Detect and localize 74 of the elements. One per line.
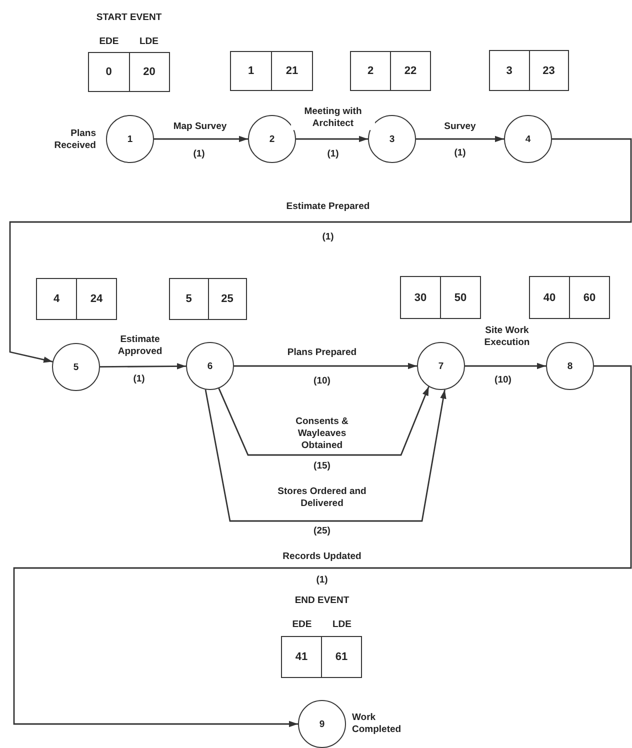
event-number: 2 — [269, 134, 275, 144]
arrow — [416, 136, 504, 142]
column-heading: LDE — [138, 36, 160, 48]
event-number: 7 — [438, 360, 444, 372]
event-number: 8 — [567, 360, 573, 372]
event-note: Plans Received — [53, 128, 96, 152]
arrow — [296, 136, 368, 142]
latest-date-value: 24 — [76, 279, 116, 319]
earliest-date-value: 4 — [52, 292, 61, 307]
arrow — [9, 138, 632, 363]
event-heading: START EVENT — [95, 12, 163, 24]
duration: (1) — [315, 574, 329, 586]
arrow — [218, 386, 430, 456]
latest-date-value: 25 — [208, 279, 246, 319]
time-box — [88, 52, 170, 92]
duration: (1) — [132, 374, 146, 384]
time-box — [230, 51, 313, 91]
event-circle — [504, 115, 552, 163]
earliest-date-value: 2 — [366, 64, 375, 79]
duration: (1) — [192, 148, 206, 160]
arrow — [234, 362, 417, 370]
event-number: 5 — [73, 362, 79, 372]
duration: (1) — [321, 232, 335, 242]
latest-date-value: 50 — [440, 277, 480, 318]
earliest-date-value: 1 — [246, 64, 256, 79]
duration: (10) — [312, 376, 332, 386]
event-circle — [298, 700, 346, 748]
event-number: 6 — [207, 360, 213, 372]
arrow — [465, 362, 546, 370]
duration: (25) — [312, 526, 332, 536]
duration: (1) — [326, 148, 340, 160]
event-circle — [106, 115, 154, 163]
latest-date-value: 20 — [128, 53, 169, 91]
event-circle — [248, 115, 296, 163]
time-box — [529, 276, 610, 319]
arrow — [13, 365, 632, 728]
duration: (1) — [453, 148, 467, 158]
column-heading: EDE — [291, 619, 313, 631]
edge-label: Meeting with Architect — [291, 106, 375, 130]
event-note: Work Completed — [352, 712, 402, 736]
earliest-date-value: 5 — [184, 292, 193, 307]
time-box — [489, 50, 569, 91]
latest-date-value: 21 — [271, 52, 312, 90]
time-box — [169, 278, 247, 320]
earliest-date-value: 0 — [104, 65, 113, 80]
event-circle — [186, 342, 234, 390]
event-number: 1 — [127, 134, 133, 144]
event-circle — [417, 342, 465, 390]
column-heading: EDE — [98, 36, 120, 48]
column-heading: LDE — [332, 619, 352, 631]
arrow — [154, 136, 248, 142]
event-circle — [546, 342, 594, 390]
event-circle — [52, 343, 100, 391]
event-heading: END EVENT — [294, 595, 350, 607]
latest-date-value: 22 — [390, 52, 430, 90]
arrow — [204, 389, 446, 522]
arrow — [100, 363, 186, 370]
time-box — [36, 278, 117, 320]
duration: (15) — [312, 460, 332, 472]
latest-date-value: 23 — [528, 51, 568, 90]
earliest-date-value: 40 — [542, 290, 557, 306]
latest-date-value: 61 — [321, 637, 361, 677]
earliest-date-value: 3 — [505, 64, 514, 78]
event-circle — [368, 115, 416, 163]
duration: (10) — [494, 374, 512, 386]
time-box — [400, 276, 481, 319]
time-box — [350, 51, 431, 91]
time-box — [281, 636, 362, 678]
event-number: 3 — [389, 134, 395, 144]
earliest-date-value: 41 — [294, 650, 309, 665]
event-number: 4 — [525, 134, 531, 144]
event-number: 9 — [319, 718, 325, 730]
earliest-date-value: 30 — [413, 290, 428, 306]
latest-date-value: 60 — [569, 277, 609, 318]
